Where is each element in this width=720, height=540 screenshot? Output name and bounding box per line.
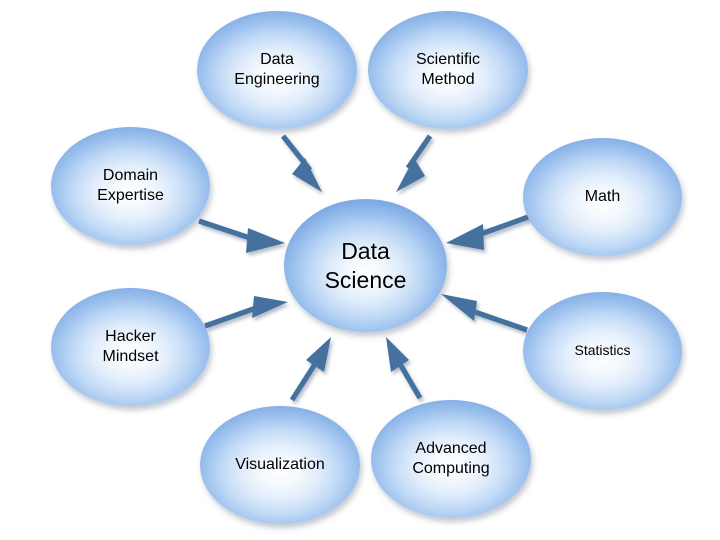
node-math[interactable]: Math [523, 138, 682, 256]
node-data-science[interactable]: Data Science [284, 199, 447, 332]
node-advanced-computing[interactable]: Advanced Computing [371, 400, 531, 518]
arrow-advanced-computing-to-center [386, 337, 423, 400]
node-statistics-label: Statistics [574, 342, 631, 359]
arrow-domain-expertise-to-center [198, 218, 285, 253]
node-domain-expertise-label: Domain Expertise [97, 167, 164, 204]
node-data-science-label: Data Science [324, 238, 407, 293]
node-statistics[interactable]: Statistics [523, 292, 682, 410]
node-hacker-mindset[interactable]: Hacker Mindset [51, 288, 210, 406]
arrow-hacker-mindset-to-center [204, 296, 288, 329]
node-domain-expertise[interactable]: Domain Expertise [51, 127, 210, 245]
node-visualization[interactable]: Visualization [200, 406, 360, 524]
node-scientific-method[interactable]: Scientific Method [368, 11, 528, 129]
arrow-visualization-to-center [289, 337, 331, 402]
node-math-label: Math [584, 188, 621, 206]
arrow-data-engineering-to-center [280, 134, 322, 192]
node-hacker-mindset-label: Hacker Mindset [102, 328, 159, 365]
node-visualization-label: Visualization [235, 456, 325, 474]
node-scientific-method-label: Scientific Method [415, 51, 481, 88]
node-advanced-computing-label: Advanced Computing [412, 440, 490, 477]
arrow-statistics-to-center [441, 294, 528, 333]
node-data-engineering-label: Data Engineering [234, 51, 320, 88]
arrow-scientific-method-to-center [396, 134, 433, 192]
arrow-math-to-center [446, 213, 532, 250]
node-data-engineering[interactable]: Data Engineering [197, 11, 357, 129]
